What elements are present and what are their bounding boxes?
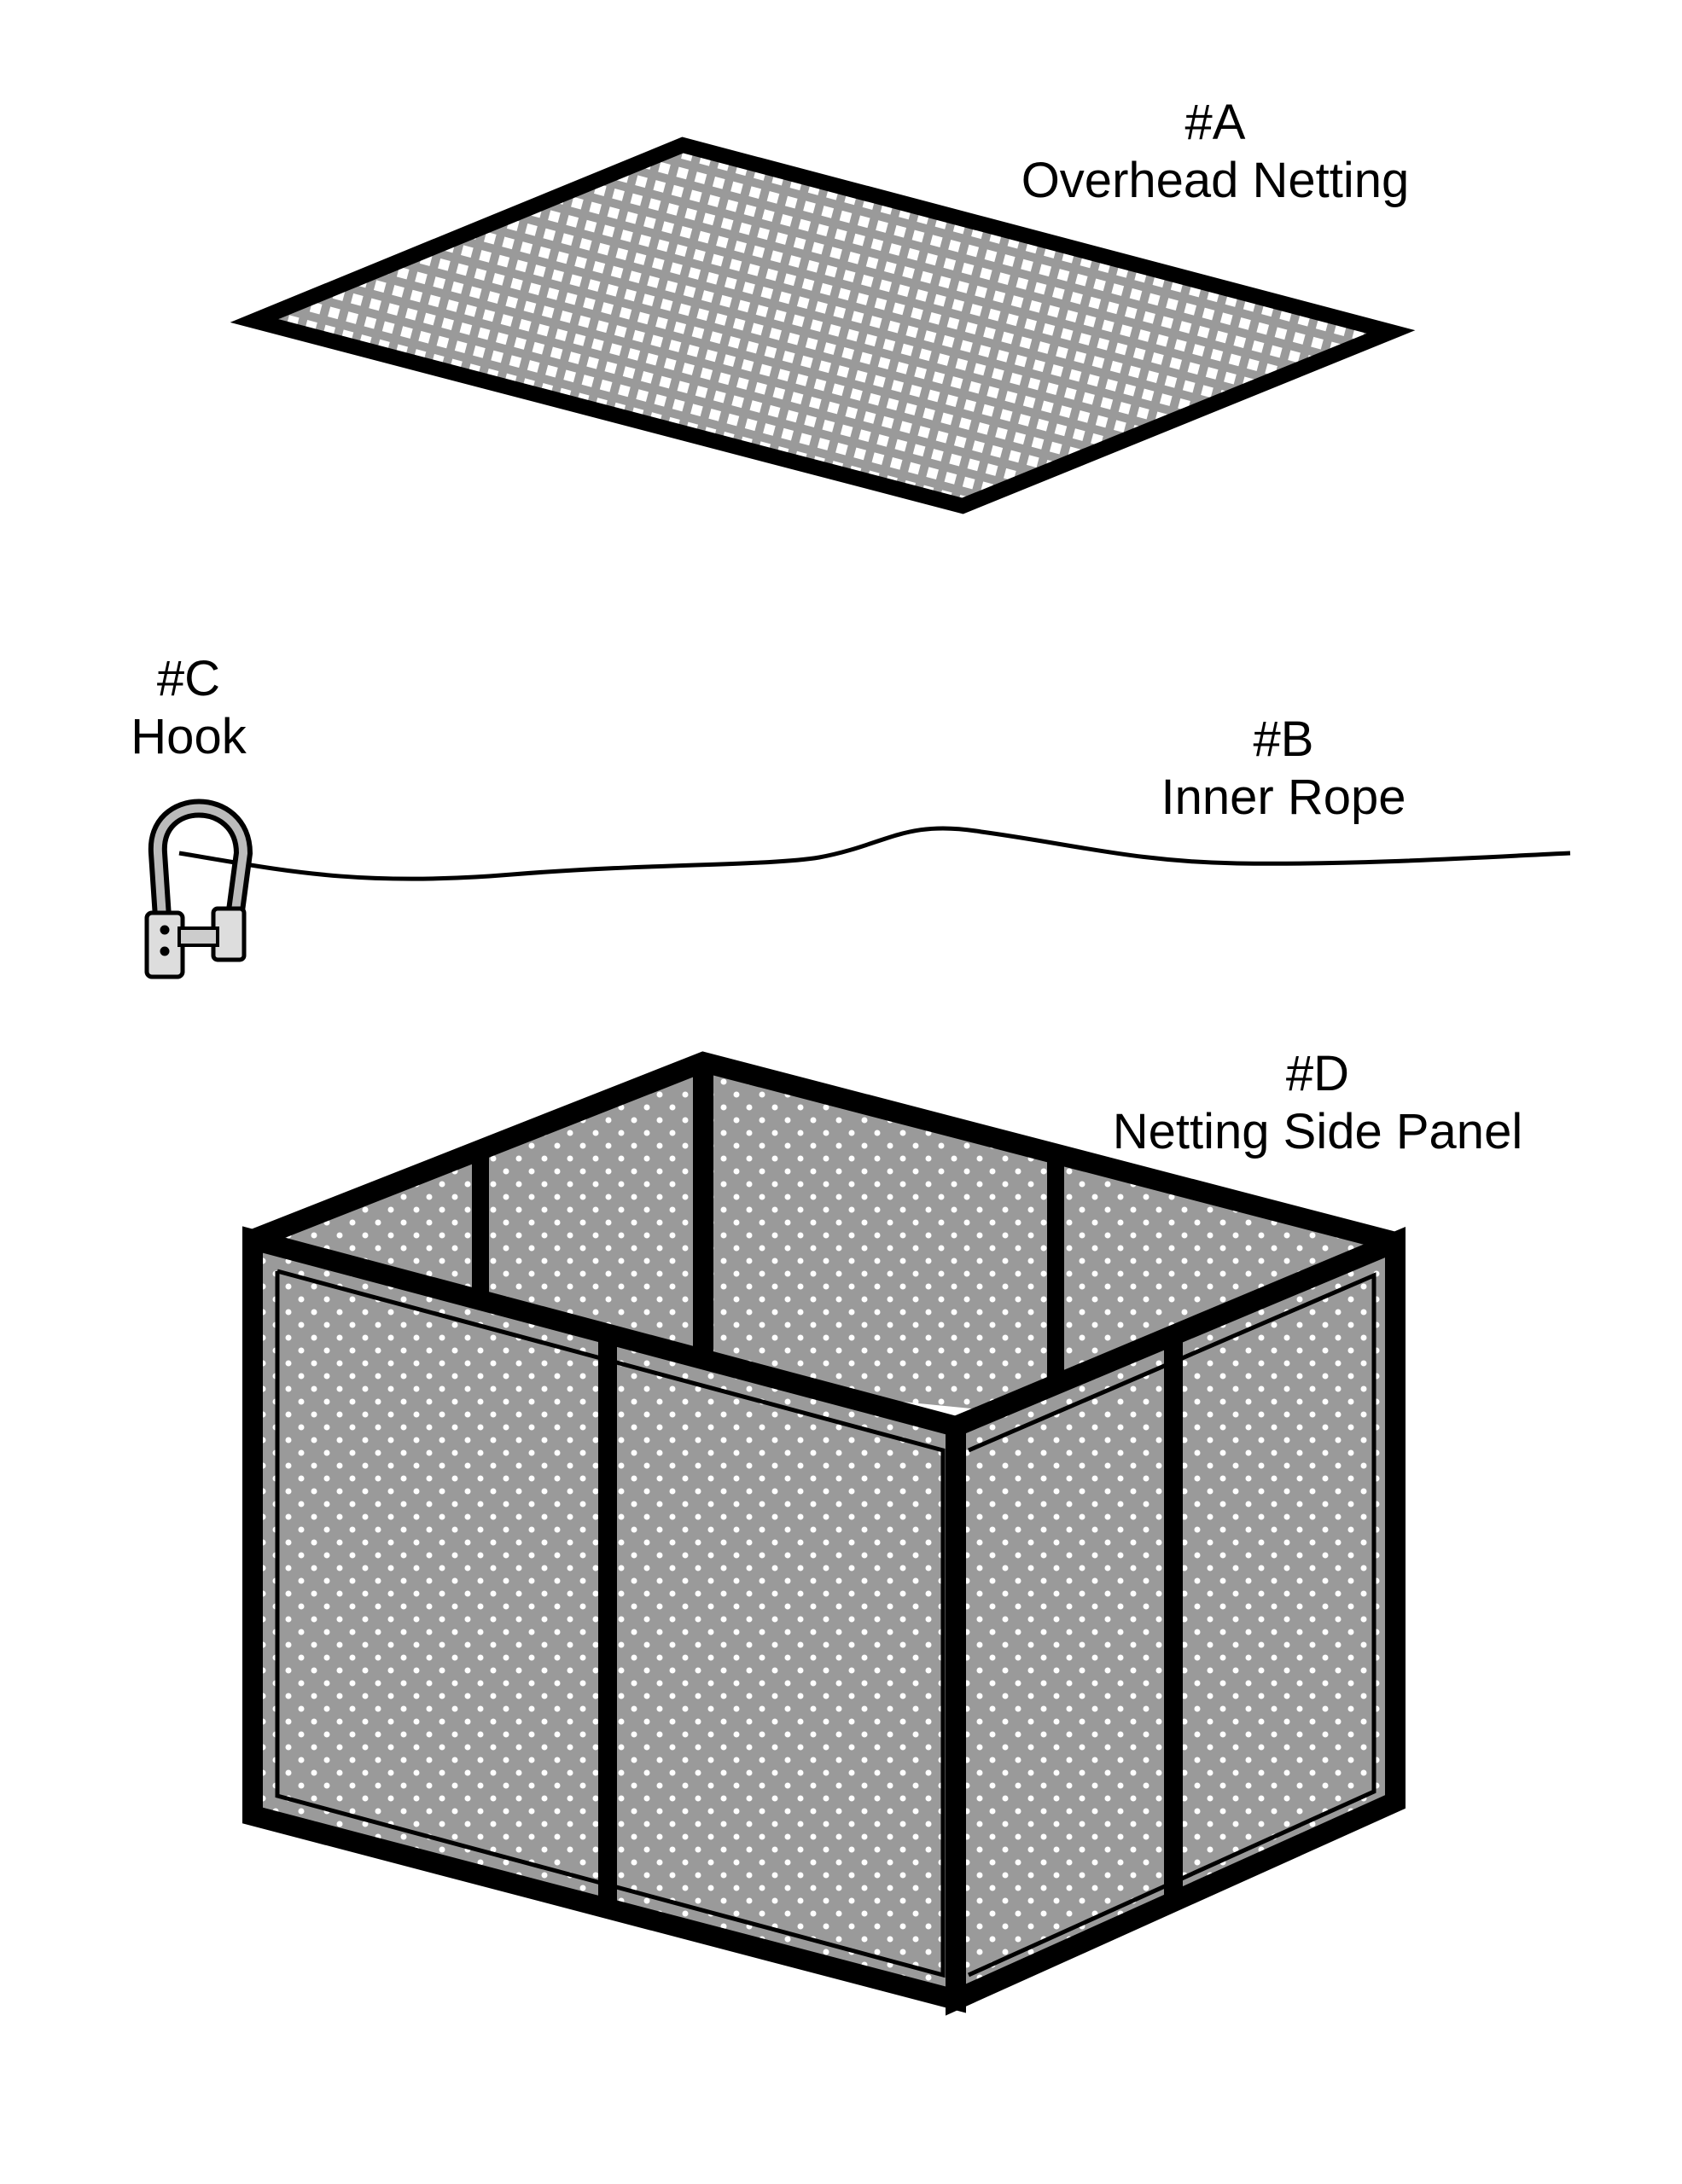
overhead-netting xyxy=(230,136,1416,514)
part-id: #C xyxy=(156,651,221,706)
part-name: Hook xyxy=(131,709,247,764)
part-name: Overhead Netting xyxy=(1021,153,1410,208)
part-name: Netting Side Panel xyxy=(1112,1104,1523,1159)
part-id: #D xyxy=(1285,1046,1350,1101)
part-name: Inner Rope xyxy=(1161,770,1406,825)
inner-rope xyxy=(178,826,1571,881)
part-id: #A xyxy=(1184,95,1246,150)
part-label-b: #B Inner Rope xyxy=(1161,711,1406,827)
part-id: #B xyxy=(1253,712,1314,767)
part-label-d: #D Netting Side Panel xyxy=(1113,1045,1522,1161)
hook-icon xyxy=(144,799,253,979)
part-label-a: #A Overhead Netting xyxy=(1021,94,1410,210)
part-label-c: #C Hook xyxy=(131,650,246,766)
netting-side-panel-box xyxy=(242,1051,1406,2016)
